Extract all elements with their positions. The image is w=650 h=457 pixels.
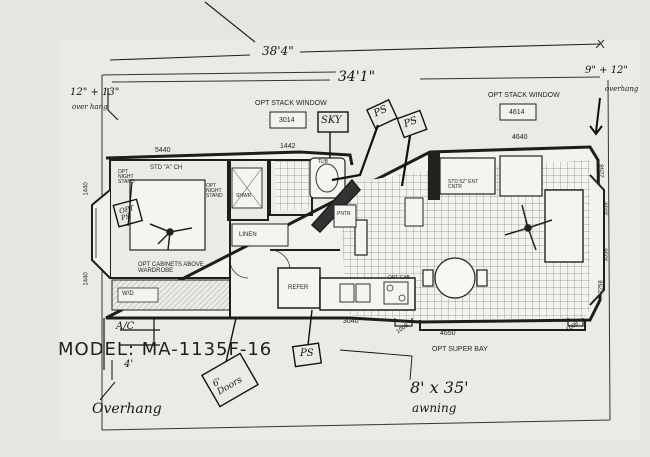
door-swing-2 — [229, 259, 249, 279]
ps-label-3: PS — [300, 348, 314, 359]
tile-floor-bath — [275, 160, 310, 210]
overhang-bottom-label: Overhang — [92, 401, 162, 417]
linen-label: LINEN — [239, 232, 257, 238]
sofa — [544, 189, 584, 263]
tub-label: TUB — [318, 159, 328, 165]
handwritten-arrow — [204, 1, 256, 43]
opt-ps-box — [112, 198, 144, 228]
ps-box-3 — [291, 342, 323, 368]
super-bay-label: OPT SUPER BAY — [432, 346, 488, 353]
window-3014-box — [269, 111, 307, 129]
ps-box-1 — [365, 98, 399, 130]
code-2258-b: 2258 — [598, 280, 605, 294]
door-swing-1 — [269, 249, 291, 271]
awning-size-label: 8' x 35' — [410, 378, 469, 397]
stove — [383, 281, 409, 305]
window-4614-box — [499, 103, 537, 121]
pantry-label: PNTR — [337, 211, 351, 217]
cabinets-label: OPT CABINETS ABOVE WARDROBE — [138, 262, 204, 274]
pantry — [333, 204, 357, 228]
overhang-right-note: overhang — [605, 85, 639, 93]
range-island — [354, 219, 368, 256]
ac-label: A/C — [116, 321, 135, 332]
total-length-label: 38'4" — [262, 44, 294, 58]
overhang-left-note: over hang — [72, 103, 108, 111]
ps-box-2 — [396, 109, 428, 139]
model-number: MODEL: MA-1135F-16 — [58, 339, 273, 360]
tv-stand — [404, 197, 424, 227]
overhang-right-arrow — [595, 97, 601, 133]
overhang-right-label: 9" + 12" — [585, 65, 629, 76]
overall-dim-line — [109, 43, 601, 61]
code-1440-b: 1440 — [83, 272, 90, 286]
overhang-left-arrow — [107, 88, 119, 121]
night-stand-left: OPT NIGHT STAND — [118, 169, 135, 185]
super-bay — [419, 320, 586, 331]
shower-label: SHWR — [236, 193, 252, 199]
code-4640: 4640 — [512, 134, 528, 141]
sky-box — [317, 111, 349, 133]
ent-center-wall — [428, 152, 440, 200]
stack-window-right-label: OPT STACK WINDOW — [488, 92, 560, 99]
ceiling-fan-bedroom — [149, 223, 193, 251]
night-stand-right: OPT NIGHT STAND — [206, 183, 223, 199]
linen-closet — [231, 223, 289, 247]
sink-2 — [355, 283, 371, 303]
body-length-label: 34'1" — [338, 69, 376, 85]
code-3058-a: 3058 — [603, 202, 610, 216]
ent-center-label: STD 52" ENT CNTR — [448, 179, 479, 190]
fridge — [277, 267, 321, 309]
overhang-left-label: 12" + 13" — [70, 87, 120, 98]
body-dim-line — [111, 76, 601, 83]
code-4650: 4650 — [440, 330, 456, 337]
chair-top — [499, 155, 543, 197]
dining-table — [422, 257, 488, 299]
code-5440: 5440 — [155, 147, 171, 154]
kitchen-counter — [319, 277, 416, 311]
code-3040: 3040 — [343, 318, 359, 325]
sky-label: SKY — [321, 115, 342, 126]
fridge-label: REFER — [288, 285, 309, 291]
code-2258-a: 2258 — [599, 164, 606, 178]
doors-box — [200, 352, 260, 408]
stack-window-left-code: 3014 — [279, 117, 295, 124]
bath-left — [227, 159, 269, 221]
room-bed-label: STD "A" CH — [150, 165, 183, 171]
bay-window-right — [589, 174, 605, 306]
bed — [129, 179, 206, 251]
stack-window-right-code: 4614 — [509, 109, 525, 116]
code-3058-b: 3058 — [603, 248, 610, 262]
code-1440-a: 1440 — [83, 182, 90, 196]
ac-bracket — [103, 318, 160, 370]
opt-cab-label: OPT CAB — [388, 275, 410, 281]
ac-dim-label: 4' — [124, 359, 134, 370]
wd-label: W/D — [122, 291, 134, 297]
ceiling-fan-living — [504, 204, 553, 251]
stack-window-left-label: OPT STACK WINDOW — [255, 100, 327, 107]
sink-1 — [339, 283, 355, 303]
awning-label: awning — [412, 401, 457, 415]
code-1442: 1442 — [280, 143, 296, 150]
